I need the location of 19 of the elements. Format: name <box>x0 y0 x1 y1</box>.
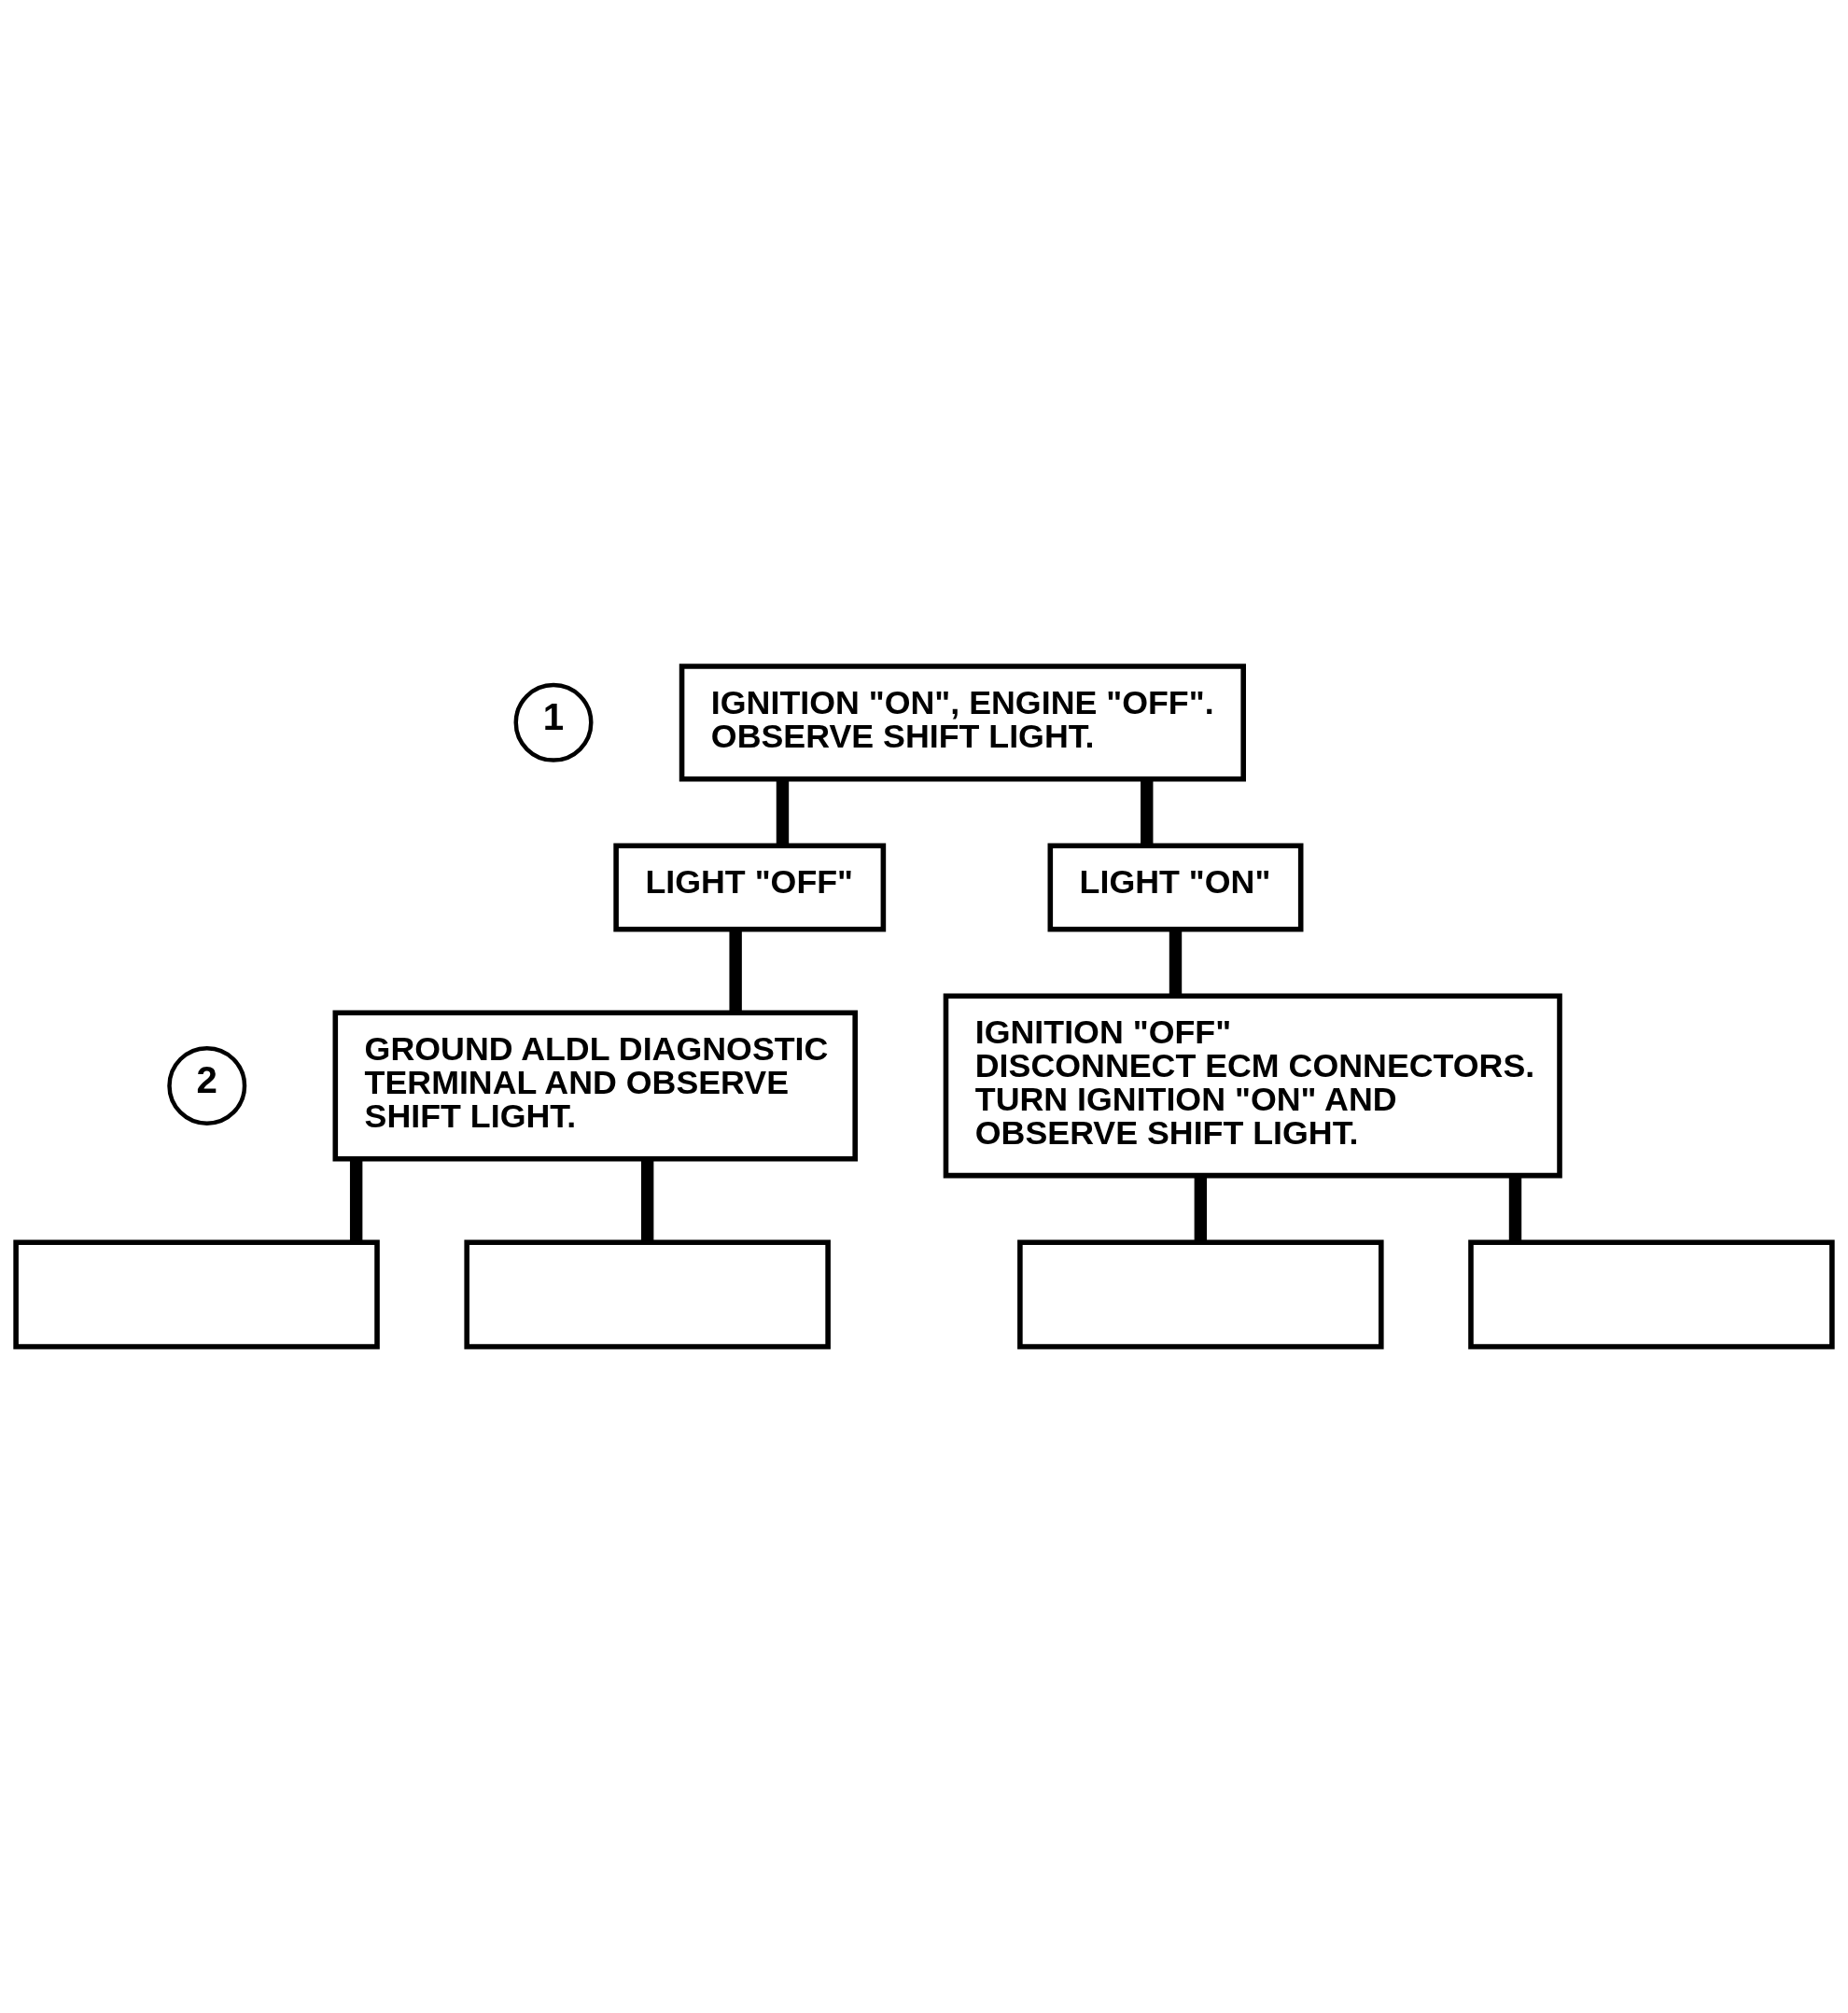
node-box: LIGHT "OFF" <box>613 843 887 932</box>
connector <box>640 1159 654 1242</box>
connector <box>1141 779 1154 846</box>
node-box <box>13 1239 380 1349</box>
node-circle: 1 <box>513 682 594 762</box>
node-box: IGNITION "ON", ENGINE "OFF". OBSERVE SHIFT LIGHT. <box>679 664 1246 782</box>
node-box: GROUND ALDL DIAGNOSTIC TERMINAL AND OBSERVE SHIFT LIGHT. <box>332 1010 858 1162</box>
connector <box>349 1159 363 1242</box>
node-box <box>1017 1239 1384 1349</box>
node-box <box>1468 1239 1835 1349</box>
node-circle: 2 <box>167 1046 247 1125</box>
connector <box>1194 1176 1208 1242</box>
connector <box>1508 1176 1522 1242</box>
connector <box>776 779 790 846</box>
connector <box>729 930 742 1013</box>
node-box <box>464 1239 831 1349</box>
node-box: LIGHT "ON" <box>1047 843 1304 932</box>
connector <box>1169 930 1183 996</box>
node-box: IGNITION "OFF" DISCONNECT ECM CONNECTORS. TURN IGNITION "ON" AND OBSERVE SHIFT LIGHT. <box>943 993 1562 1179</box>
